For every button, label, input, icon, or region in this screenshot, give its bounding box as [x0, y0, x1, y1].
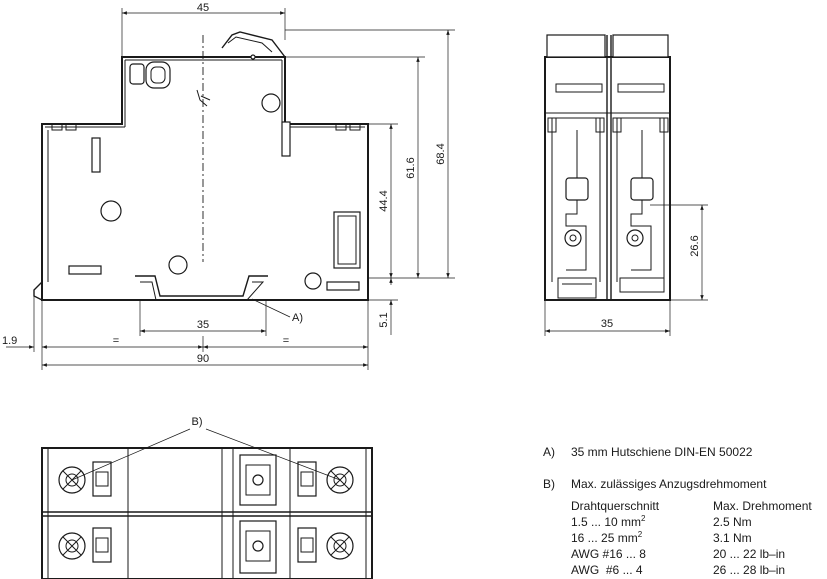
legend-a-label: A): [543, 445, 555, 459]
torque-row-section: 1.5 ... 10 mm2: [571, 514, 646, 529]
callout-b: B): [192, 416, 203, 428]
dim-height-front: 44.4: [378, 190, 390, 211]
dim-equal-left: =: [113, 335, 119, 347]
side-dimensions: 35 26.6: [544, 204, 708, 336]
dim-rail-offset: 5.1: [378, 312, 390, 327]
torque-row-value: 3.1 Nm: [713, 531, 752, 545]
legend-a-text: 35 mm Hutschiene DIN-EN 50022: [571, 445, 753, 459]
callout-a: A): [292, 312, 303, 324]
front-dimensions: 45 68.4 61.6 44.4 5.1 35 A) = =: [2, 2, 455, 370]
torque-table-header-torque: Max. Drehmoment: [713, 499, 812, 513]
torque-row-section: AWG #6 ... 4: [571, 563, 643, 577]
front-view: [33, 31, 369, 301]
legend-b-text: Max. zulässiges Anzugsdrehmoment: [571, 477, 767, 491]
dim-side-width: 35: [601, 318, 613, 330]
dim-height-total: 68.4: [435, 143, 447, 164]
torque-row-value: 2.5 Nm: [713, 515, 752, 529]
dim-offset-left: 1.9: [2, 335, 17, 347]
legend-b-label: B): [543, 477, 555, 491]
bottom-view: B): [41, 416, 373, 579]
legend: A) 35 mm Hutschiene DIN-EN 50022 B) Max.…: [543, 445, 812, 577]
dim-width-total: 90: [197, 353, 209, 365]
dim-side-height: 26.6: [689, 235, 701, 256]
dim-height-body: 61.6: [405, 157, 417, 178]
side-view: [544, 34, 671, 301]
torque-table-header-section: Drahtquerschnitt: [571, 499, 660, 513]
torque-row-value: 26 ... 28 lb–in: [713, 563, 785, 577]
dim-width-top: 45: [197, 2, 209, 14]
dim-equal-right: =: [283, 335, 289, 347]
torque-row-value: 20 ... 22 lb–in: [713, 547, 785, 561]
torque-row-section: AWG #16 ... 8: [571, 547, 646, 561]
dim-rail-width: 35: [197, 319, 209, 331]
torque-row-section: 16 ... 25 mm2: [571, 530, 643, 545]
